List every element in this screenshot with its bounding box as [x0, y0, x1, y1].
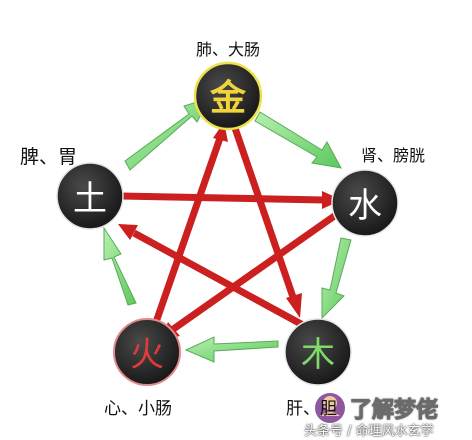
watermark-caption: 头条号 / 命理风水玄学: [304, 424, 434, 439]
metal-char: 金: [209, 77, 247, 119]
watermark-logo-text: 了解梦佬: [349, 398, 439, 424]
wood-char: 木: [301, 335, 335, 375]
wood-organs-label: 肝、胆: [286, 399, 337, 419]
earth-char: 土: [73, 179, 107, 219]
fire-char: 火: [130, 335, 164, 375]
control-arrow-wood-to-earth: [118, 224, 314, 334]
generate-arrow-wood-to-fire: [184, 336, 279, 363]
control-arrow-metal-to-wood: [231, 126, 302, 318]
fire-organs-label: 心、小肠: [104, 399, 172, 419]
generate-arrow-fire-to-earth: [103, 226, 137, 306]
generate-arrow-water-to-wood: [321, 237, 352, 320]
watermark-logo-icon: [315, 393, 345, 423]
node-fire: 火: [113, 318, 181, 386]
generating-cycle: [103, 97, 352, 363]
generate-arrow-metal-to-water: [254, 111, 342, 169]
water-organs-label: 肾、膀胱: [361, 146, 426, 165]
water-char: 水: [348, 186, 382, 226]
earth-organs-label: 脾、胃: [20, 146, 78, 168]
metal-organs-label: 肺、大肠: [196, 40, 261, 59]
node-wood: 木: [284, 318, 352, 386]
node-earth: 土: [56, 162, 124, 230]
node-metal: 金: [193, 61, 263, 131]
control-arrow-earth-to-water: [119, 191, 342, 209]
node-water: 水: [331, 169, 399, 237]
